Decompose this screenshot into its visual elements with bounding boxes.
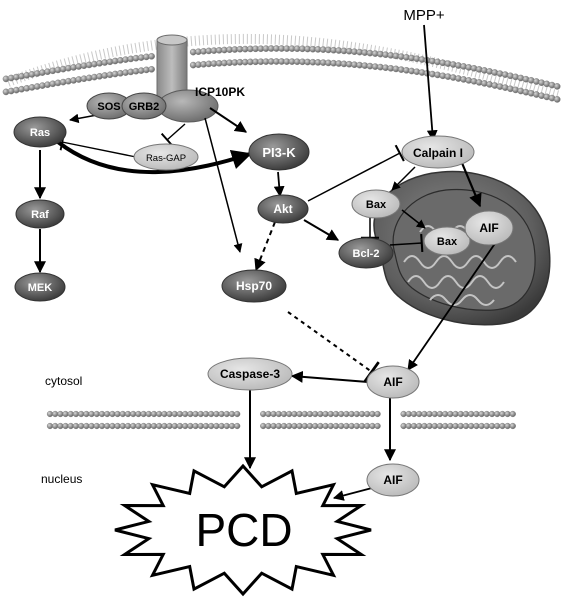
plasma-membrane xyxy=(2,33,562,103)
edge-akt-bcl2 xyxy=(303,219,340,241)
svg-text:Raf: Raf xyxy=(31,209,49,221)
svg-text:AIF: AIF xyxy=(383,473,402,487)
edge-calpain-aif xyxy=(460,162,482,208)
node-aif-mito: AIF xyxy=(464,210,514,246)
cytosol-label: cytosol xyxy=(45,374,82,388)
node-caspase3: Caspase-3 xyxy=(207,357,293,391)
edge-akt-hsp70 xyxy=(254,221,276,272)
svg-text:Bax: Bax xyxy=(366,199,387,211)
node-aif-nucleus: AIF xyxy=(366,463,420,497)
svg-text:AIF: AIF xyxy=(479,221,498,235)
svg-text:PI3-K: PI3-K xyxy=(262,145,296,160)
svg-text:Bcl-2: Bcl-2 xyxy=(353,248,380,260)
node-ras-gap: Ras-GAP xyxy=(133,143,199,171)
node-hsp70: Hsp70 xyxy=(221,269,287,303)
edge-hsp70-aif xyxy=(287,311,380,383)
nuclear-membrane xyxy=(46,410,516,430)
svg-text:Calpain I: Calpain I xyxy=(413,146,463,160)
node-mek: MEK xyxy=(14,272,66,302)
edge-bcl2-baxmito xyxy=(389,233,424,253)
edge-calpain-bax xyxy=(391,166,416,191)
svg-text:GRB2: GRB2 xyxy=(129,101,160,113)
pcd-label: PCD xyxy=(195,504,292,556)
svg-text:Akt: Akt xyxy=(273,202,292,216)
node-bax-upper: Bax xyxy=(351,189,401,219)
node-icp10pk: ICP10PK xyxy=(195,85,245,99)
edge-aif-caspase3 xyxy=(290,370,369,383)
edge-pi3k-akt xyxy=(273,171,285,198)
svg-text:Ras: Ras xyxy=(30,127,50,139)
edge-bax-baxmito xyxy=(401,209,426,229)
svg-text:SOS: SOS xyxy=(97,101,120,113)
svg-text:Bax: Bax xyxy=(437,236,458,248)
node-sos: SOS xyxy=(86,92,132,120)
edges xyxy=(34,24,497,501)
edge-aif-pcd xyxy=(332,487,373,501)
node-akt: Akt xyxy=(257,194,309,224)
svg-text:ICP10PK: ICP10PK xyxy=(195,85,245,99)
edge-icp10pk-pi3k xyxy=(209,107,247,133)
edge-akt-calpain xyxy=(307,144,405,202)
node-aif-cytosol: AIF xyxy=(366,365,420,399)
svg-text:Caspase-3: Caspase-3 xyxy=(220,367,280,381)
node-bax-mito: Bax xyxy=(423,226,471,256)
edge-icp10pk-rasgap xyxy=(160,123,186,147)
svg-text:Ras-GAP: Ras-GAP xyxy=(146,153,186,164)
icp10pk-receptor-icon xyxy=(156,34,219,123)
svg-text:MEK: MEK xyxy=(28,282,53,294)
node-ras: Ras xyxy=(13,116,67,148)
mpp-label: MPP+ xyxy=(403,7,445,24)
node-grb2: GRB2 xyxy=(121,92,167,120)
edge-ras-pi3k xyxy=(56,140,252,175)
node-pi3k: PI3-K xyxy=(248,133,310,171)
svg-text:AIF: AIF xyxy=(383,375,402,389)
pcd-starburst: PCD xyxy=(114,463,372,597)
node-calpain: Calpain I xyxy=(401,135,475,169)
edge-rasgap-ras xyxy=(59,133,137,158)
node-raf: Raf xyxy=(15,199,65,229)
svg-text:Hsp70: Hsp70 xyxy=(236,279,272,293)
edge-mpp-calpain xyxy=(423,24,438,142)
node-bcl2: Bcl-2 xyxy=(338,237,394,269)
nucleus-label: nucleus xyxy=(41,472,82,486)
edge-aifmito-aifcytosol xyxy=(407,241,497,371)
edge-icp10pk-hsp70 xyxy=(204,117,243,253)
